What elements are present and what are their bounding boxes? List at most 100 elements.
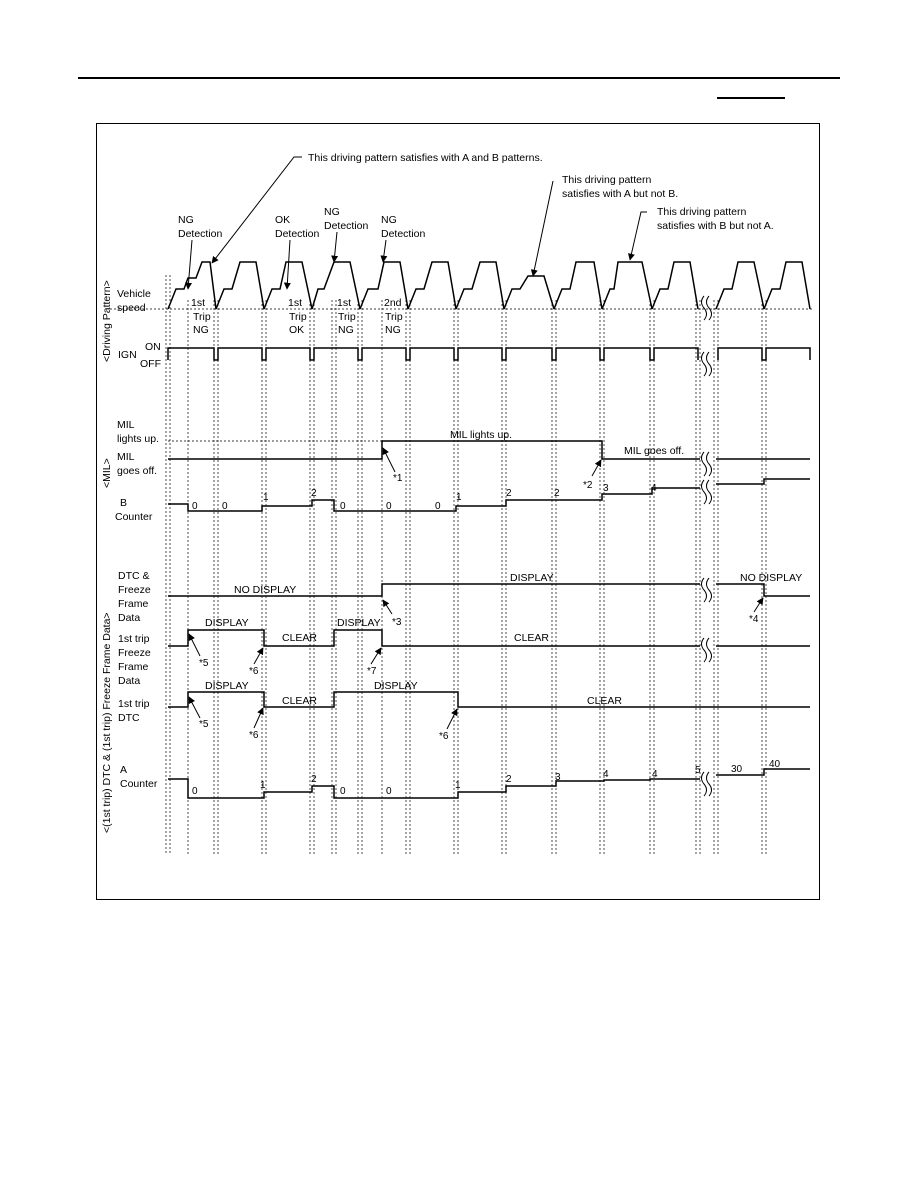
trip-2-l2: Trip bbox=[289, 311, 307, 323]
ff-clear-2: CLEAR bbox=[514, 632, 549, 644]
footnote-6: *6 bbox=[439, 731, 449, 742]
detection-1-line2: Detection bbox=[178, 228, 223, 240]
label-vehicle-speed-1: Vehicle bbox=[117, 288, 151, 300]
ff-clear-1: CLEAR bbox=[282, 632, 317, 644]
trip-3-l2: Trip bbox=[338, 311, 356, 323]
a-counter-value: 0 bbox=[386, 786, 392, 797]
a-counter-value: 4 bbox=[603, 769, 609, 780]
detection-3-line2: Detection bbox=[324, 220, 369, 232]
section-driving-pattern: <Driving Pattern> bbox=[101, 280, 113, 362]
note-b-not-a-line2: satisfies with B but not A. bbox=[657, 220, 774, 232]
label-fdtc-2: DTC bbox=[118, 712, 140, 724]
trip-4-l3: NG bbox=[385, 324, 401, 336]
trip-1-l3: NG bbox=[193, 324, 209, 336]
trip-4-l1: 2nd bbox=[384, 297, 402, 309]
label-ff-1: 1st trip bbox=[118, 633, 150, 645]
dtc-display: DISPLAY bbox=[510, 572, 554, 584]
footnote-6: *6 bbox=[249, 666, 259, 677]
a-counter-value: 0 bbox=[192, 786, 198, 797]
a-counter-trace bbox=[168, 768, 810, 799]
b-counter-value: 2 bbox=[554, 488, 560, 499]
trip-2-l1: 1st bbox=[288, 297, 302, 309]
b-counter-value: 1 bbox=[456, 492, 462, 503]
detection-4-line2: Detection bbox=[381, 228, 426, 240]
fdtc-display-1: DISPLAY bbox=[205, 680, 249, 692]
label-ff-4: Data bbox=[118, 675, 140, 687]
trip-3-l1: 1st bbox=[337, 297, 351, 309]
fdtc-clear-1: CLEAR bbox=[282, 695, 317, 707]
label-dtc-4: Data bbox=[118, 612, 140, 624]
label-vehicle-speed-2: speed bbox=[117, 302, 146, 314]
a-counter-value: 3 bbox=[555, 772, 561, 783]
detection-3-line1: NG bbox=[324, 206, 340, 218]
note-a-not-b-line1: This driving pattern bbox=[562, 174, 651, 186]
ff-display-2: DISPLAY bbox=[337, 617, 381, 629]
label-a-counter-2: Counter bbox=[120, 778, 158, 790]
label-fdtc-1: 1st trip bbox=[118, 698, 150, 710]
b-counter-value: 1 bbox=[263, 492, 269, 503]
ign-trace bbox=[167, 347, 811, 361]
timing-guides bbox=[165, 275, 767, 855]
label-b-counter-1: B bbox=[120, 497, 127, 509]
time-break-marks bbox=[701, 295, 712, 797]
section-freeze-frame: <(1st trip) DTC & (1st trip) Freeze Fram… bbox=[101, 612, 113, 833]
label-b-counter-2: Counter bbox=[115, 511, 153, 523]
dtc-no-display: NO DISPLAY bbox=[234, 584, 296, 596]
a-counter-value: 2 bbox=[506, 774, 512, 785]
b-counter-value: 4 bbox=[651, 483, 657, 494]
detection-2-line2: Detection bbox=[275, 228, 320, 240]
mil-trace bbox=[168, 440, 810, 460]
footnote-3: *3 bbox=[392, 617, 402, 628]
fdtc-display-2: DISPLAY bbox=[374, 680, 418, 692]
section-mil: <MIL> bbox=[101, 458, 113, 488]
dtc-trace bbox=[168, 583, 810, 597]
label-ff-3: Frame bbox=[118, 661, 148, 673]
b-counter-value: 0 bbox=[435, 501, 441, 512]
mil-lights-up-text: MIL lights up. bbox=[450, 429, 512, 441]
fdtc-clear-2: CLEAR bbox=[587, 695, 622, 707]
a-counter-value: 1 bbox=[260, 780, 266, 791]
label-mil-up-2: lights up. bbox=[117, 433, 159, 445]
a-counter-value: 30 bbox=[731, 764, 743, 775]
label-ign-off: OFF bbox=[140, 358, 161, 370]
a-counter-value: 4 bbox=[652, 769, 658, 780]
first-trip-dtc-trace bbox=[168, 691, 810, 708]
note-a-not-b-line2: satisfies with A but not B. bbox=[562, 188, 678, 200]
trip-1-l1: 1st bbox=[191, 297, 205, 309]
trip-2-l3: OK bbox=[289, 324, 304, 336]
label-a-counter-1: A bbox=[120, 764, 127, 776]
note-b-not-a-line1: This driving pattern bbox=[657, 206, 746, 218]
b-counter-value: 0 bbox=[222, 501, 228, 512]
vehicle-speed-trace bbox=[167, 261, 811, 310]
b-counter-trace bbox=[168, 478, 810, 512]
a-counter-value: 1 bbox=[455, 780, 461, 791]
label-ign: IGN bbox=[118, 349, 137, 361]
b-counter-value: 0 bbox=[386, 501, 392, 512]
header-rule bbox=[78, 77, 840, 79]
footnote-6: *6 bbox=[249, 730, 259, 741]
footnote-2: *2 bbox=[583, 480, 593, 491]
label-ign-on: ON bbox=[145, 341, 161, 353]
detection-4-line1: NG bbox=[381, 214, 397, 226]
mil-goes-off-text: MIL goes off. bbox=[624, 445, 684, 457]
leader-arrows bbox=[185, 156, 764, 730]
detection-1-line1: NG bbox=[178, 214, 194, 226]
b-counter-value: 3 bbox=[603, 483, 609, 494]
label-mil-up-1: MIL bbox=[117, 419, 135, 431]
label-mil-off-1: MIL bbox=[117, 451, 135, 463]
footnote-5: *5 bbox=[199, 719, 209, 730]
dtc-no-display-end: NO DISPLAY bbox=[740, 572, 802, 584]
footnote-5: *5 bbox=[199, 658, 209, 669]
label-mil-off-2: goes off. bbox=[117, 465, 157, 477]
diagram-frame bbox=[96, 123, 820, 900]
a-counter-value: 5 bbox=[695, 765, 701, 776]
a-counter-value: 0 bbox=[340, 786, 346, 797]
detection-2-line1: OK bbox=[275, 214, 290, 226]
note-ab-patterns: This driving pattern satisfies with A an… bbox=[308, 152, 543, 164]
a-counter-value: 40 bbox=[769, 759, 781, 770]
label-ff-2: Freeze bbox=[118, 647, 151, 659]
footnote-1: *1 bbox=[393, 473, 403, 484]
ff-display-1: DISPLAY bbox=[205, 617, 249, 629]
trip-1-l2: Trip bbox=[193, 311, 211, 323]
